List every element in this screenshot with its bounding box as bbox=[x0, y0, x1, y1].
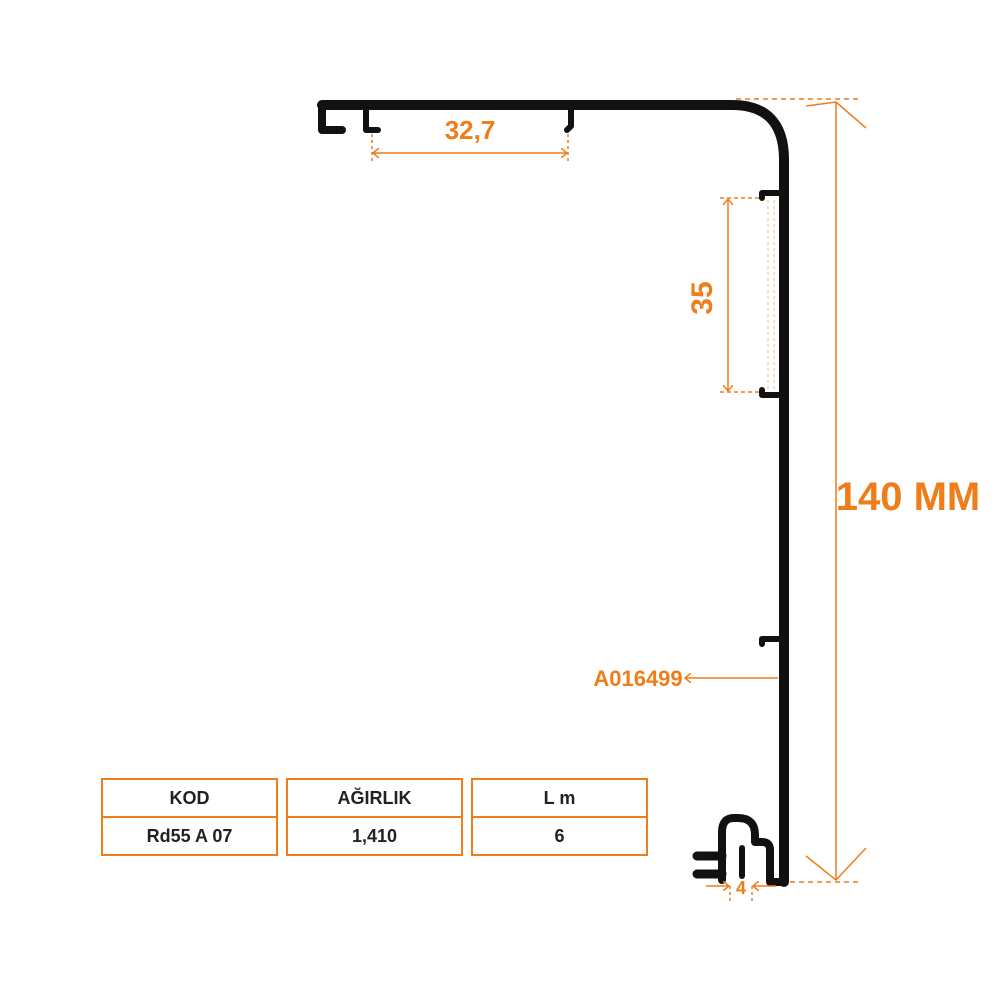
dim-bottom-gap-label: 4 bbox=[736, 878, 746, 898]
dim-bottom-gap bbox=[706, 886, 776, 904]
profile-rib-3 bbox=[759, 636, 785, 647]
aluminium-profile bbox=[317, 100, 789, 887]
spec-value-agirlik: 1,410 bbox=[286, 817, 463, 856]
profile-top-hook-right bbox=[564, 105, 574, 133]
profile-bottom-hook bbox=[718, 814, 788, 886]
profile-code-label: A016499 bbox=[593, 666, 682, 691]
dim-top-channel-label: 32,7 bbox=[445, 115, 496, 145]
profile-top-left-lip bbox=[318, 101, 346, 134]
dim-side-slot-label: 35 bbox=[686, 281, 719, 314]
spec-column-agirlik: AĞIRLIK 1,410 bbox=[286, 778, 463, 856]
spec-value-kod: Rd55 A 07 bbox=[101, 817, 278, 856]
spec-header-length: L m bbox=[471, 778, 648, 817]
profile-rib-1 bbox=[759, 190, 785, 201]
spec-header-agirlik: AĞIRLIK bbox=[286, 778, 463, 817]
spec-column-kod: KOD Rd55 A 07 bbox=[101, 778, 278, 856]
spec-value-length: 6 bbox=[471, 817, 648, 856]
spec-table: KOD Rd55 A 07 AĞIRLIK 1,410 L m 6 bbox=[101, 778, 648, 856]
dim-side-slot bbox=[720, 197, 775, 393]
profile-top-hook-left bbox=[363, 105, 381, 133]
spec-header-kod: KOD bbox=[101, 778, 278, 817]
spec-column-length: L m 6 bbox=[471, 778, 648, 856]
dim-total-height-label: 140 MM bbox=[836, 475, 981, 519]
dim-total-height bbox=[736, 98, 867, 883]
dim-top-channel bbox=[371, 134, 569, 162]
profile-rib-2 bbox=[759, 387, 785, 398]
profile-main-wall bbox=[317, 100, 789, 887]
